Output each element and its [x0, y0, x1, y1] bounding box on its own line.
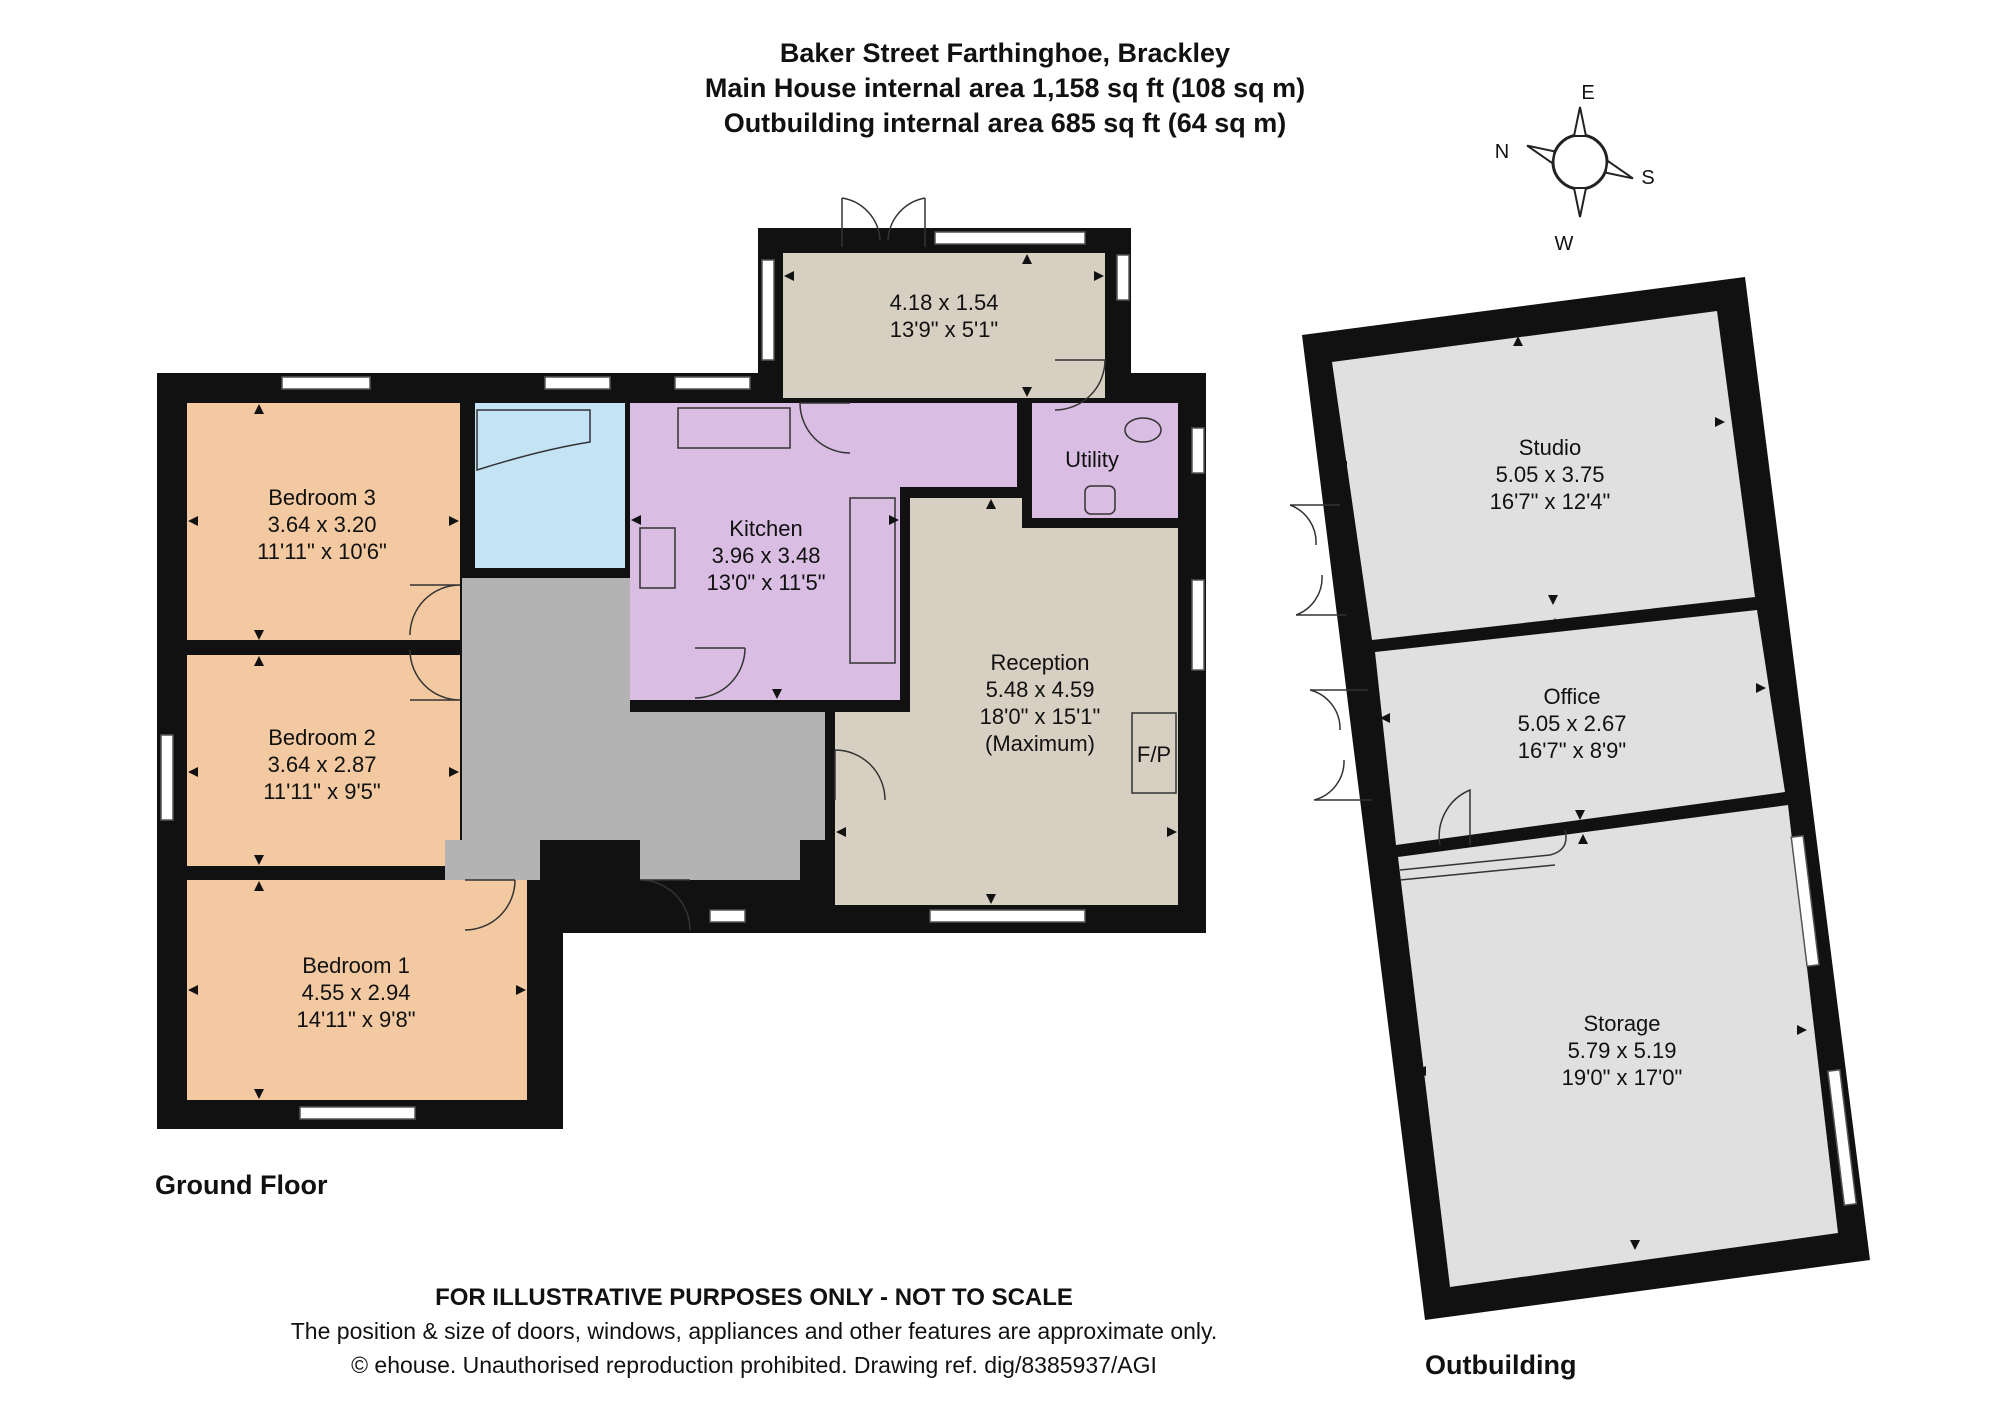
- reception-name: Reception: [990, 650, 1089, 675]
- room-kitchen: [630, 403, 1017, 700]
- bedroom-1-imperial: 14'11" x 9'8": [296, 1007, 415, 1032]
- studio-name: Studio: [1519, 435, 1581, 460]
- office-name: Office: [1543, 684, 1600, 709]
- address-title: Baker Street Farthinghoe, Brackley: [780, 38, 1230, 68]
- reception-metric: 5.48 x 4.59: [986, 677, 1095, 702]
- compass-icon: E N S W: [1495, 82, 1655, 255]
- disclaimer: FOR ILLUSTRATIVE PURPOSES ONLY - NOT TO …: [291, 1284, 1217, 1378]
- room-conservatory: [783, 253, 1105, 398]
- kitchen-imperial: 13'0" x 11'5": [706, 570, 825, 595]
- disclaimer-line-1: The position & size of doors, windows, a…: [291, 1318, 1217, 1344]
- room-studio: [1332, 311, 1755, 640]
- reception-note: (Maximum): [985, 731, 1095, 756]
- room-bedroom-2: [187, 655, 460, 866]
- room-office: [1375, 610, 1785, 845]
- compass-west-label: W: [1555, 233, 1574, 255]
- studio-metric: 5.05 x 3.75: [1496, 462, 1605, 487]
- outbuilding-label: Outbuilding: [1425, 1350, 1576, 1380]
- studio-imperial: 16'7" x 12'4": [1490, 489, 1611, 514]
- room-reception: [835, 498, 1178, 905]
- storage-imperial: 19'0" x 17'0": [1562, 1065, 1683, 1090]
- ground-floor-label: Ground Floor: [155, 1170, 328, 1200]
- conservatory-metric: 4.18 x 1.54: [890, 290, 999, 315]
- storage-name: Storage: [1583, 1011, 1660, 1036]
- main-house-area: Main House internal area 1,158 sq ft (10…: [705, 73, 1305, 103]
- reception-imperial: 18'0" x 15'1": [980, 704, 1101, 729]
- bedroom-3-imperial: 11'11" x 10'6": [257, 539, 387, 564]
- room-utility: [1032, 403, 1178, 518]
- fireplace-label: F/P: [1137, 742, 1171, 767]
- compass-south-label: S: [1641, 167, 1654, 189]
- room-storage: [1398, 805, 1838, 1287]
- office-imperial: 16'7" x 8'9": [1518, 738, 1626, 763]
- bedroom-2-metric: 3.64 x 2.87: [268, 752, 377, 777]
- compass-east-label: E: [1581, 82, 1594, 104]
- utility-name: Utility: [1065, 447, 1119, 472]
- storage-metric: 5.79 x 5.19: [1568, 1038, 1677, 1063]
- compass-north-label: N: [1495, 141, 1509, 163]
- disclaimer-heading: FOR ILLUSTRATIVE PURPOSES ONLY - NOT TO …: [435, 1284, 1073, 1311]
- bedroom-1-metric: 4.55 x 2.94: [302, 980, 411, 1005]
- room-bedroom-1: [187, 880, 527, 1100]
- room-bathroom: [475, 403, 625, 568]
- disclaimer-line-2: © ehouse. Unauthorised reproduction proh…: [351, 1352, 1157, 1378]
- office-metric: 5.05 x 2.67: [1518, 711, 1627, 736]
- bedroom-2-imperial: 11'11" x 9'5": [263, 779, 380, 804]
- bedroom-2-name: Bedroom 2: [268, 725, 376, 750]
- outbuilding-plan: Studio 5.05 x 3.75 16'7" x 12'4" Office …: [1289, 277, 1870, 1320]
- header: Baker Street Farthinghoe, Brackley Main …: [705, 38, 1305, 138]
- bedroom-1-name: Bedroom 1: [302, 953, 410, 978]
- ground-floor-plan: 4.18 x 1.54 13'9" x 5'1" Bedroom 3 3.64 …: [157, 197, 1206, 1129]
- kitchen-name: Kitchen: [729, 516, 802, 541]
- conservatory-imperial: 13'9" x 5'1": [890, 317, 998, 342]
- bedroom-3-name: Bedroom 3: [268, 485, 376, 510]
- outbuilding-area: Outbuilding internal area 685 sq ft (64 …: [724, 108, 1287, 138]
- bedroom-3-metric: 3.64 x 3.20: [268, 512, 377, 537]
- room-bedroom-3: [187, 403, 460, 640]
- kitchen-metric: 3.96 x 3.48: [712, 543, 821, 568]
